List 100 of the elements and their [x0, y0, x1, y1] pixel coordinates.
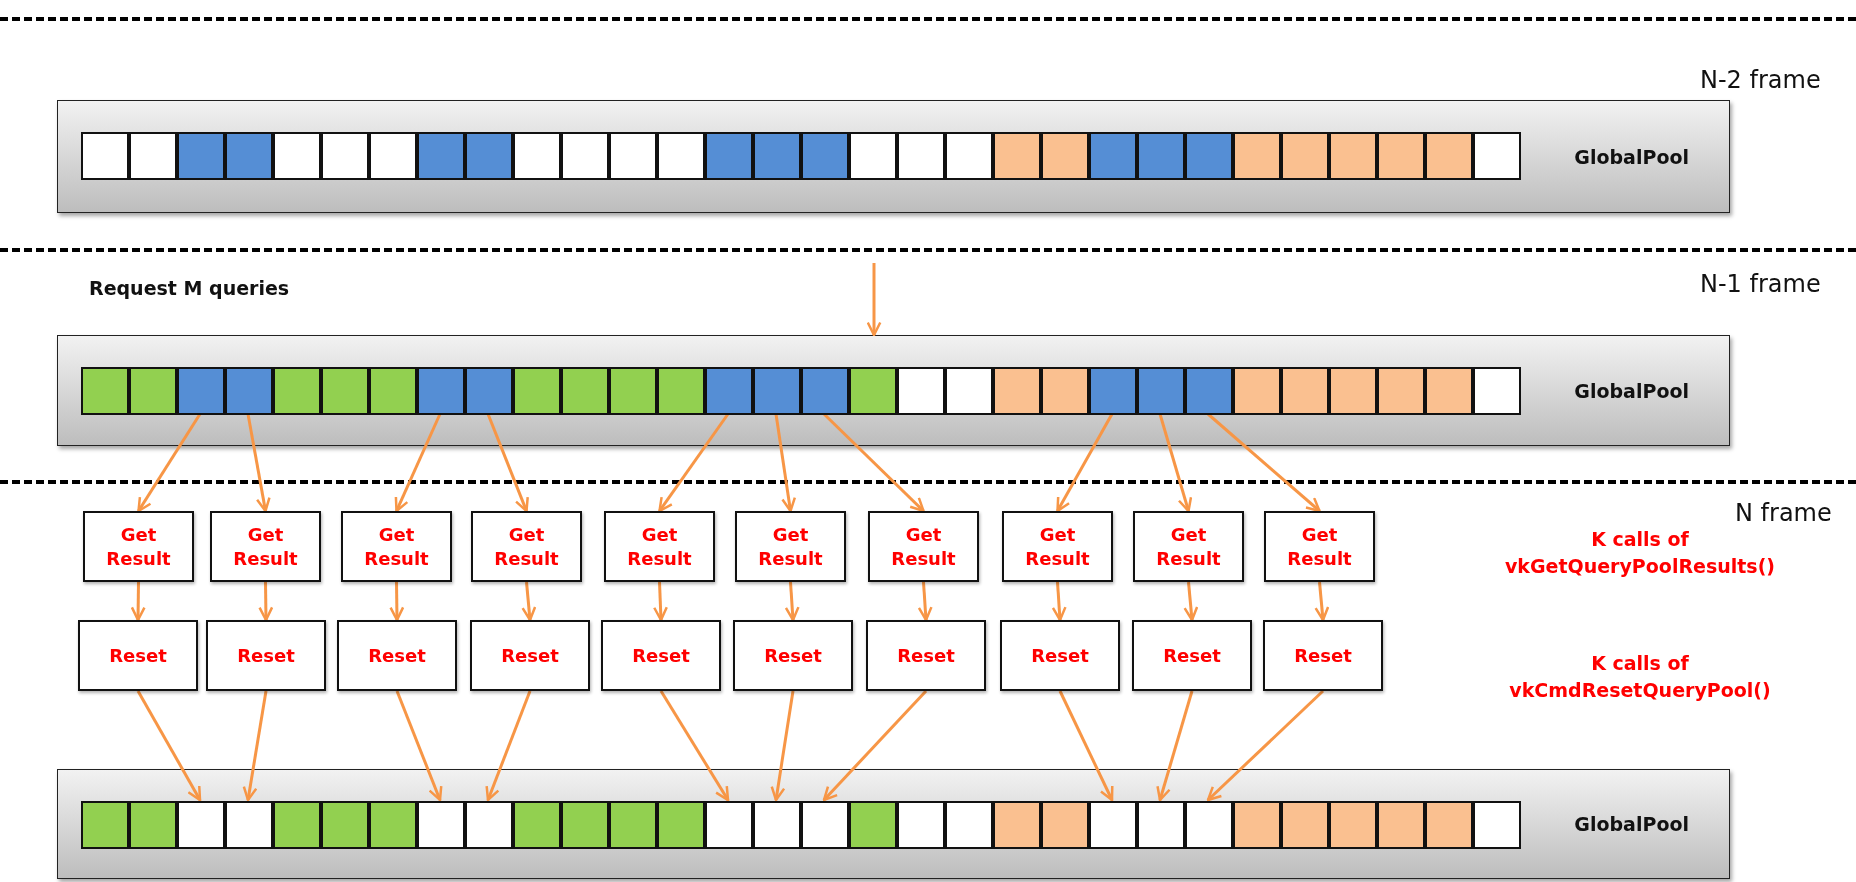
query-slot	[321, 132, 369, 180]
query-slot	[849, 367, 897, 415]
query-slot	[1473, 801, 1521, 849]
query-slot	[1329, 132, 1377, 180]
query-slot	[1233, 801, 1281, 849]
arrow	[1158, 413, 1193, 513]
process-box: Get Result	[1264, 511, 1375, 582]
process-box: Reset	[1000, 620, 1120, 691]
arrow	[1051, 581, 1067, 622]
query-slot	[417, 801, 465, 849]
process-box: Get Result	[341, 511, 452, 582]
query-slot	[753, 801, 801, 849]
process-box: Reset	[206, 620, 326, 691]
process-box: Reset	[337, 620, 457, 691]
process-box: Reset	[1263, 620, 1383, 691]
query-slot	[1233, 132, 1281, 180]
arrow	[784, 581, 800, 622]
frame-label: N-2 frame	[1700, 65, 1822, 96]
process-box: Reset	[601, 620, 721, 691]
query-slot	[801, 367, 849, 415]
query-slot	[1041, 132, 1089, 180]
query-slot	[129, 367, 177, 415]
query-slot	[1041, 801, 1089, 849]
arrow	[137, 413, 202, 513]
query-slot	[1473, 132, 1521, 180]
query-slot	[993, 801, 1041, 849]
pool-bar	[57, 769, 1730, 879]
query-slot	[321, 367, 369, 415]
query-slot	[1137, 367, 1185, 415]
query-slot	[369, 801, 417, 849]
query-slot	[801, 801, 849, 849]
process-box: Get Result	[471, 511, 582, 582]
arrow	[246, 413, 271, 513]
query-slot	[177, 801, 225, 849]
query-slot	[1185, 801, 1233, 849]
query-slot	[897, 367, 945, 415]
query-slot	[81, 367, 129, 415]
pool-name: GlobalPool	[1574, 145, 1689, 168]
query-slot	[657, 132, 705, 180]
arrow	[486, 413, 529, 513]
query-slot	[945, 367, 993, 415]
query-slot	[513, 367, 561, 415]
query-slot	[1137, 132, 1185, 180]
query-slot	[513, 801, 561, 849]
arrow	[917, 581, 933, 622]
process-box: Get Result	[210, 511, 321, 582]
query-slot	[945, 801, 993, 849]
note-text: K calls of vkCmdResetQueryPool()	[1508, 651, 1772, 703]
process-box: Get Result	[1002, 511, 1113, 582]
query-slot	[657, 367, 705, 415]
query-slot	[513, 132, 561, 180]
query-slot	[465, 132, 513, 180]
frame-label: Request M queries	[89, 276, 291, 301]
query-slot	[225, 801, 273, 849]
query-slot	[1185, 132, 1233, 180]
process-box: Get Result	[868, 511, 979, 582]
query-slot	[1425, 801, 1473, 849]
query-slot	[849, 801, 897, 849]
query-slot	[1137, 801, 1185, 849]
arrow	[1314, 581, 1330, 622]
query-slot	[273, 132, 321, 180]
arrow	[1156, 690, 1194, 802]
arrow	[242, 690, 268, 802]
query-slot	[1425, 367, 1473, 415]
query-slot	[945, 132, 993, 180]
arrow	[521, 581, 537, 622]
query-slot	[1041, 367, 1089, 415]
query-slot	[1185, 367, 1233, 415]
arrow	[659, 690, 730, 802]
pool-name: GlobalPool	[1574, 379, 1689, 402]
query-slot	[609, 367, 657, 415]
arrow	[1183, 581, 1199, 622]
query-slot	[81, 132, 129, 180]
query-slot	[993, 367, 1041, 415]
query-slot	[417, 367, 465, 415]
query-slot	[129, 801, 177, 849]
query-slot	[705, 132, 753, 180]
process-box: Reset	[733, 620, 853, 691]
query-slot	[1281, 801, 1329, 849]
query-slot	[1233, 367, 1281, 415]
arrow	[394, 413, 442, 513]
query-slot	[753, 367, 801, 415]
process-box: Reset	[78, 620, 198, 691]
query-slot	[705, 367, 753, 415]
process-box: Get Result	[83, 511, 194, 582]
query-slot	[1377, 367, 1425, 415]
arrow	[485, 690, 532, 802]
process-box: Get Result	[735, 511, 846, 582]
query-slot	[321, 801, 369, 849]
query-slot	[369, 132, 417, 180]
query-slot	[561, 801, 609, 849]
query-slot	[1281, 367, 1329, 415]
query-slot	[561, 367, 609, 415]
note-text: K calls of vkGetQueryPoolResults()	[1503, 527, 1777, 579]
query-slot	[1089, 801, 1137, 849]
arrow	[653, 581, 668, 622]
query-slot	[81, 801, 129, 849]
query-slot	[465, 367, 513, 415]
arrow	[1207, 412, 1321, 513]
process-box: Reset	[470, 620, 590, 691]
